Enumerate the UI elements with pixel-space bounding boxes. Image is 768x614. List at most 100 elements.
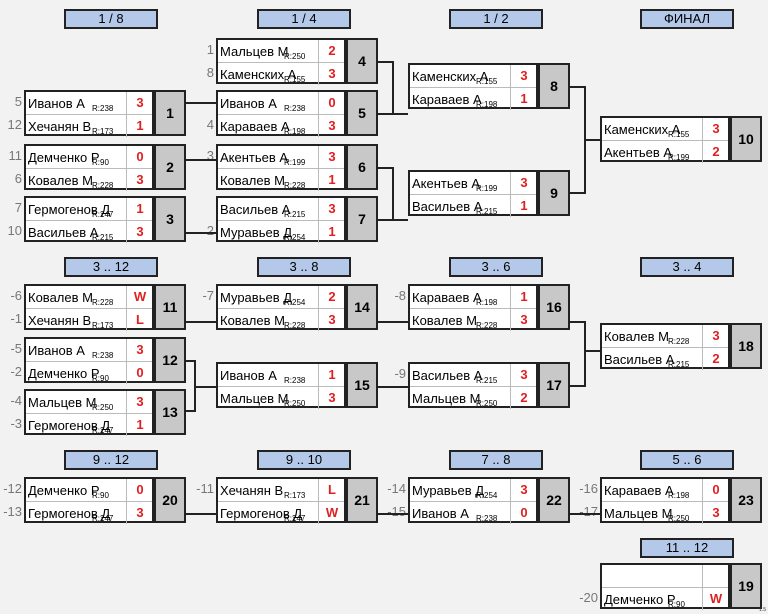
player-rating: R:247 <box>92 514 114 523</box>
bracket-connector <box>378 321 408 323</box>
player-name: Ковалев М <box>220 313 285 328</box>
bracket-connector <box>378 513 408 515</box>
player-rating: R:228 <box>284 321 306 330</box>
round-header-label: 7 .. 8 <box>481 452 511 467</box>
bracket-connector <box>584 139 600 141</box>
bracket-connector <box>392 113 408 115</box>
seed-number: -1 <box>10 311 22 326</box>
match-number-9: 9 <box>538 170 570 216</box>
round-header-r1-8: 1 / 8 <box>64 9 158 29</box>
player-rating: R:90 <box>668 600 685 609</box>
player-rating: R:238 <box>92 104 114 113</box>
player-rating: R:215 <box>668 360 690 369</box>
match-number-2: 2 <box>154 144 186 190</box>
match-number-16: 16 <box>538 284 570 330</box>
seed-number: 3 <box>206 148 214 163</box>
player-score: 2 <box>510 387 537 409</box>
player-score: 3 <box>318 198 345 220</box>
player-score: 0 <box>126 479 153 501</box>
bracket-connector <box>570 192 584 194</box>
player-rating: R:90 <box>92 374 109 383</box>
seed-number: -4 <box>10 393 22 408</box>
match-number-22: 22 <box>538 477 570 523</box>
round-header-label: 3 .. 6 <box>481 259 511 274</box>
player-score: 3 <box>510 309 537 331</box>
player-name: Караваев А <box>412 290 482 305</box>
bracket-connector <box>570 321 584 323</box>
player-name: Хечанян В <box>28 119 92 134</box>
player-name: Иванов А <box>28 343 85 358</box>
player-score: W <box>318 502 345 524</box>
match-number-12: 12 <box>154 337 186 383</box>
player-name: Ковалев М <box>604 329 669 344</box>
player-name: Васильев А <box>412 368 483 383</box>
player-name: Каменских А <box>412 69 489 84</box>
player-score: 1 <box>126 115 153 137</box>
match-number-7: 7 <box>346 196 378 242</box>
bracket-connector <box>392 219 408 221</box>
player-score: 3 <box>126 92 153 114</box>
match-number-6: 6 <box>346 144 378 190</box>
player-score: 3 <box>510 479 537 501</box>
round-header-p11-12: 11 .. 12 <box>640 538 734 558</box>
player-score: 0 <box>510 502 537 524</box>
bracket-connector <box>186 410 194 412</box>
seed-number: -13 <box>3 504 22 519</box>
player-name: Иванов А <box>220 96 277 111</box>
player-score: 3 <box>702 118 729 140</box>
seed-number: -16 <box>579 481 598 496</box>
player-score: 3 <box>318 115 345 137</box>
match-number-5: 5 <box>346 90 378 136</box>
player-score: 1 <box>318 364 345 386</box>
bracket-connector <box>570 385 584 387</box>
round-header-label: 3 .. 12 <box>92 259 130 274</box>
bracket-connector <box>392 61 394 115</box>
player-rating: R:173 <box>92 321 114 330</box>
match-number-19: 19 <box>730 563 762 609</box>
bracket-connector <box>570 513 600 515</box>
seed-number: -7 <box>202 288 214 303</box>
player-name: Мальцев М <box>220 44 289 59</box>
round-header-p3-12: 3 .. 12 <box>64 257 158 277</box>
round-header-label: ФИНАЛ <box>663 11 711 26</box>
seed-number: 4 <box>206 117 214 132</box>
round-header-label: 3 .. 8 <box>289 259 319 274</box>
match-number-3: 3 <box>154 196 186 242</box>
seed-number: -8 <box>394 288 406 303</box>
seed-number: -11 <box>196 481 214 496</box>
player-score: L <box>318 479 345 501</box>
bracket-connector <box>378 113 392 115</box>
player-rating: R:228 <box>92 181 114 190</box>
player-score: 0 <box>318 92 345 114</box>
seed-number: -14 <box>387 481 406 496</box>
player-name: Муравьев Д <box>220 290 293 305</box>
bracket-connector <box>186 232 216 234</box>
